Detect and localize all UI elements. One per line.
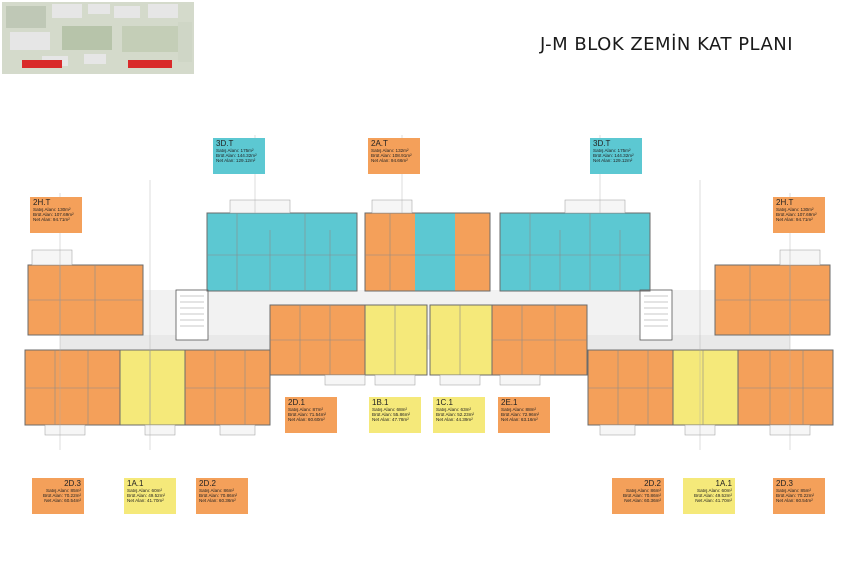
label-2d1: 2D.1 Satış Alanı: 87m² Brüt Alan: 71.54m… xyxy=(285,397,337,433)
unit-2d3-left xyxy=(25,350,120,425)
sales-area: Satış Alanı: 60m² xyxy=(127,488,162,494)
gross-area: Brüt Alan: 52.23m² xyxy=(436,412,475,418)
unit-code: 2D.1 xyxy=(288,398,305,407)
net-area: Net Alan: 44.39m² xyxy=(436,417,473,423)
page-title: J-M BLOK ZEMİN KAT PLANI xyxy=(540,34,794,55)
unit-code: 2D.3 xyxy=(776,479,793,488)
label-1a1-right: 1A.1 Satış Alanı: 60m² Brüt Alan: 49.52m… xyxy=(683,478,735,514)
sales-area: Satış Alanı: 130m² xyxy=(776,207,814,213)
net-area: Net Alan: 41.70m² xyxy=(127,498,164,504)
sales-area: Satış Alanı: 85m² xyxy=(46,488,81,494)
unit-3dt-right xyxy=(500,213,650,291)
sales-area: Satış Alanı: 85m² xyxy=(776,488,811,494)
label-2ht-right: 2H.T Satış Alanı: 130m² Brüt Alan: 107.6… xyxy=(773,197,825,233)
sales-area: Satış Alanı: 60m² xyxy=(697,488,732,494)
unit-code: 2H.T xyxy=(776,198,794,207)
unit-code: 2D.2 xyxy=(199,479,216,488)
unit-code: 1A.1 xyxy=(715,479,732,488)
unit-3dt-left xyxy=(207,213,357,291)
net-area: Net Alan: 41.70m² xyxy=(695,498,732,504)
label-1c1: 1C.1 Satış Alanı: 63m² Brüt Alan: 52.23m… xyxy=(433,397,485,433)
net-area: Net Alan: 94.71m² xyxy=(776,217,813,223)
label-2d2-left: 2D.2 Satış Alanı: 86m² Brüt Alan: 70.86m… xyxy=(196,478,248,514)
net-area: Net Alan: 94.66m² xyxy=(371,158,408,164)
sales-area: Satış Alanı: 175m² xyxy=(593,148,631,154)
label-1a1-left: 1A.1 Satış Alanı: 60m² Brüt Alan: 49.52m… xyxy=(124,478,176,514)
net-area: Net Alan: 60.36m² xyxy=(199,498,236,504)
label-2e1: 2E.1 Satış Alanı: 88m² Brüt Alan: 72.96m… xyxy=(498,397,550,433)
gross-area: Brüt Alan: 108.91m² xyxy=(371,153,412,159)
unit-1a1-left xyxy=(120,350,185,425)
site-plan-drawing xyxy=(2,2,194,74)
net-area: Net Alan: 63.16m² xyxy=(501,417,538,423)
label-3dt-left: 3D.T Satış Alanı: 175m² Brüt Alan: 144.3… xyxy=(213,138,265,174)
net-area: Net Alan: 60.36m² xyxy=(624,498,661,504)
sales-area: Satış Alanı: 68m² xyxy=(372,407,407,413)
net-area: Net Alan: 60.60m² xyxy=(288,417,325,423)
net-area: Net Alan: 60.54m² xyxy=(776,498,813,504)
site-plan-thumbnail xyxy=(2,2,194,74)
unit-2d2-right xyxy=(588,350,673,425)
gross-area: Brüt Alan: 49.52m² xyxy=(127,493,166,499)
net-area: Net Alan: 94.71m² xyxy=(33,217,70,223)
label-2at: 2A.T Satış Alanı: 132m² Brüt Alan: 108.9… xyxy=(368,138,420,174)
label-1b1: 1B.1 Satış Alanı: 68m² Brüt Alan: 55.86m… xyxy=(369,397,421,433)
net-area: Net Alan: 129.12m² xyxy=(593,158,633,164)
gross-area: Brüt Alan: 72.96m² xyxy=(501,412,540,418)
sales-area: Satış Alanı: 130m² xyxy=(33,207,71,213)
unit-2at-core xyxy=(415,213,455,291)
stair-core-right xyxy=(639,289,673,341)
gross-area: Brüt Alan: 70.86m² xyxy=(622,493,661,499)
unit-2d3-right xyxy=(738,350,833,425)
net-area: Net Alan: 47.78m² xyxy=(372,417,409,423)
unit-code: 3D.T xyxy=(593,139,611,148)
sales-area: Satış Alanı: 63m² xyxy=(436,407,471,413)
unit-2d2-left xyxy=(185,350,270,425)
gross-area: Brüt Alan: 107.69m² xyxy=(776,212,817,218)
gross-area: Brüt Alan: 49.52m² xyxy=(693,493,732,499)
gross-area: Brüt Alan: 70.22m² xyxy=(42,493,81,499)
unit-code: 2H.T xyxy=(33,198,51,207)
label-2ht-left: 2H.T Satış Alanı: 130m² Brüt Alan: 107.6… xyxy=(30,197,82,233)
label-3dt-right: 3D.T Satış Alanı: 175m² Brüt Alan: 144.3… xyxy=(590,138,642,174)
label-2d3-right: 2D.3 Satış Alanı: 85m² Brüt Alan: 70.22m… xyxy=(773,478,825,514)
sales-area: Satış Alanı: 88m² xyxy=(501,407,536,413)
sales-area: Satış Alanı: 86m² xyxy=(199,488,234,494)
net-area: Net Alan: 60.54m² xyxy=(44,498,81,504)
gross-area: Brüt Alan: 71.54m² xyxy=(288,412,327,418)
label-2d2-right: 2D.2 Satış Alanı: 86m² Brüt Alan: 70.86m… xyxy=(612,478,664,514)
gross-area: Brüt Alan: 144.32m² xyxy=(216,153,257,159)
unit-code: 2A.T xyxy=(371,139,388,148)
unit-code: 1A.1 xyxy=(127,479,144,488)
gross-area: Brüt Alan: 55.86m² xyxy=(372,412,411,418)
unit-code: 2E.1 xyxy=(501,398,518,407)
label-2d3-left: 2D.3 Satış Alanı: 85m² Brüt Alan: 70.22m… xyxy=(32,478,84,514)
unit-code: 1C.1 xyxy=(436,398,453,407)
unit-1c1 xyxy=(430,305,492,375)
unit-code: 2D.3 xyxy=(64,479,81,488)
unit-1a1-right xyxy=(673,350,738,425)
sales-area: Satış Alanı: 86m² xyxy=(626,488,661,494)
stair-core-left xyxy=(175,289,209,341)
gross-area: Brüt Alan: 144.32m² xyxy=(593,153,634,159)
gross-area: Brüt Alan: 70.22m² xyxy=(776,493,815,499)
unit-code: 3D.T xyxy=(216,139,234,148)
gross-area: Brüt Alan: 70.86m² xyxy=(199,493,238,499)
unit-code: 2D.2 xyxy=(644,479,661,488)
sales-area: Satış Alanı: 132m² xyxy=(371,148,409,154)
unit-1b1 xyxy=(365,305,427,375)
net-area: Net Alan: 129.12m² xyxy=(216,158,256,164)
sales-area: Satış Alanı: 87m² xyxy=(288,407,323,413)
unit-code: 1B.1 xyxy=(372,398,389,407)
sales-area: Satış Alanı: 175m² xyxy=(216,148,254,154)
gross-area: Brüt Alan: 107.69m² xyxy=(33,212,74,218)
